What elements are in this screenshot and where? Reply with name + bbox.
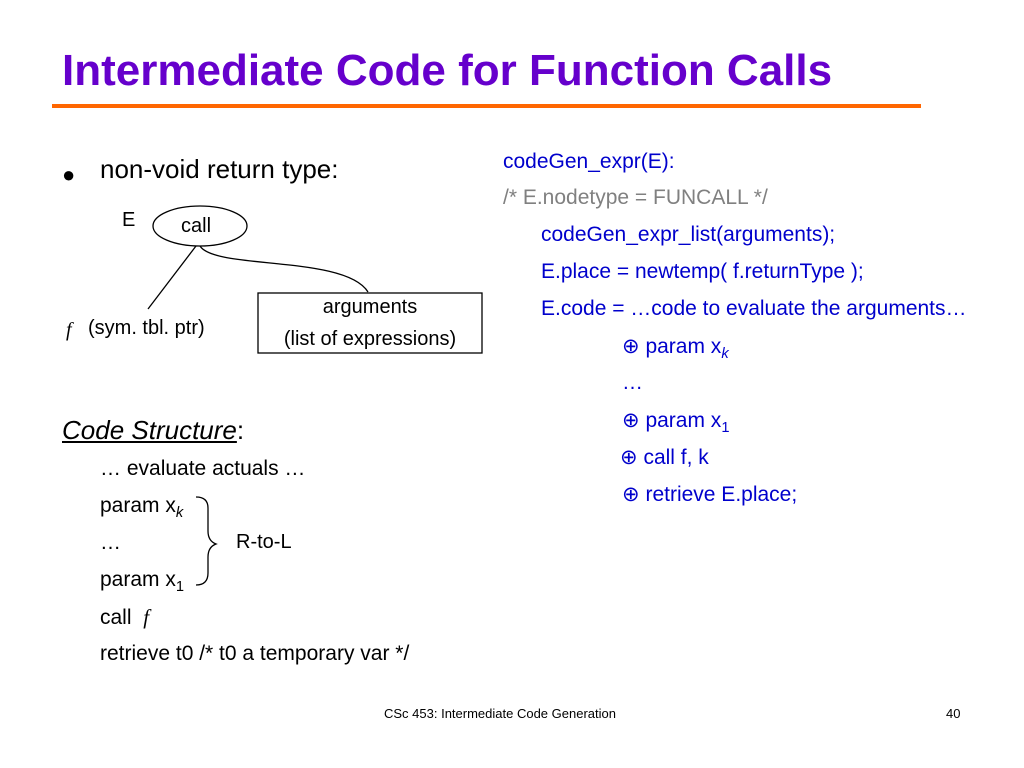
oplus-icon: ⊕ <box>622 483 640 506</box>
bullet-text: non-void return type: <box>100 154 339 184</box>
code-line-code: E.code = …code to evaluate the arguments… <box>541 297 967 320</box>
arguments-label: arguments <box>322 296 418 318</box>
call-node-label: call <box>181 215 212 237</box>
code-line-ellipsis: … <box>622 371 643 394</box>
line-param-x1: param x1 <box>100 568 185 596</box>
code-line-param-xk: ⊕ param xk <box>622 335 729 363</box>
code-line-retrieve: ⊕ retrieve E.place; <box>622 483 798 506</box>
line-call-f: call f <box>100 605 150 629</box>
code-fn-header: codeGen_expr(E): <box>503 150 675 173</box>
oplus-icon: ⊕ <box>622 409 640 432</box>
footer-course: CSc 453: Intermediate Code Generation <box>384 706 616 721</box>
arguments-sublabel: (list of expressions) <box>283 328 457 350</box>
line-evaluate-actuals: … evaluate actuals … <box>100 457 306 480</box>
edge-call-to-f <box>147 245 197 310</box>
arguments-box <box>257 292 483 354</box>
brace-label: R-to-L <box>236 531 292 553</box>
line-param-xk: param xk <box>100 494 184 522</box>
code-structure-heading: Code Structure: <box>62 415 245 445</box>
code-line-param-x1: ⊕ param x1 <box>622 409 730 437</box>
code-line-call: ⊕ call f, k <box>620 446 709 469</box>
slide-title: Intermediate Code for Function Calls <box>62 46 833 95</box>
line-retrieve: retrieve t0 /* t0 a temporary var */ <box>100 642 410 665</box>
tree-root-label: E <box>122 209 136 231</box>
brace-icon <box>195 496 218 586</box>
code-comment: /* E.nodetype = FUNCALL */ <box>503 186 768 209</box>
line-ellipsis: … <box>100 531 121 554</box>
code-line-place: E.place = newtemp( f.returnType ); <box>541 260 864 283</box>
footer-page-number: 40 <box>946 706 961 721</box>
f-description: (sym. tbl. ptr) <box>88 317 205 339</box>
f-symbol: f <box>66 319 72 341</box>
oplus-icon: ⊕ <box>620 446 638 469</box>
title-underline <box>52 104 921 108</box>
bullet-icon: ● <box>62 162 76 187</box>
edge-call-to-arguments <box>199 245 369 293</box>
code-line-expr-list: codeGen_expr_list(arguments); <box>541 223 836 246</box>
oplus-icon: ⊕ <box>622 335 640 358</box>
